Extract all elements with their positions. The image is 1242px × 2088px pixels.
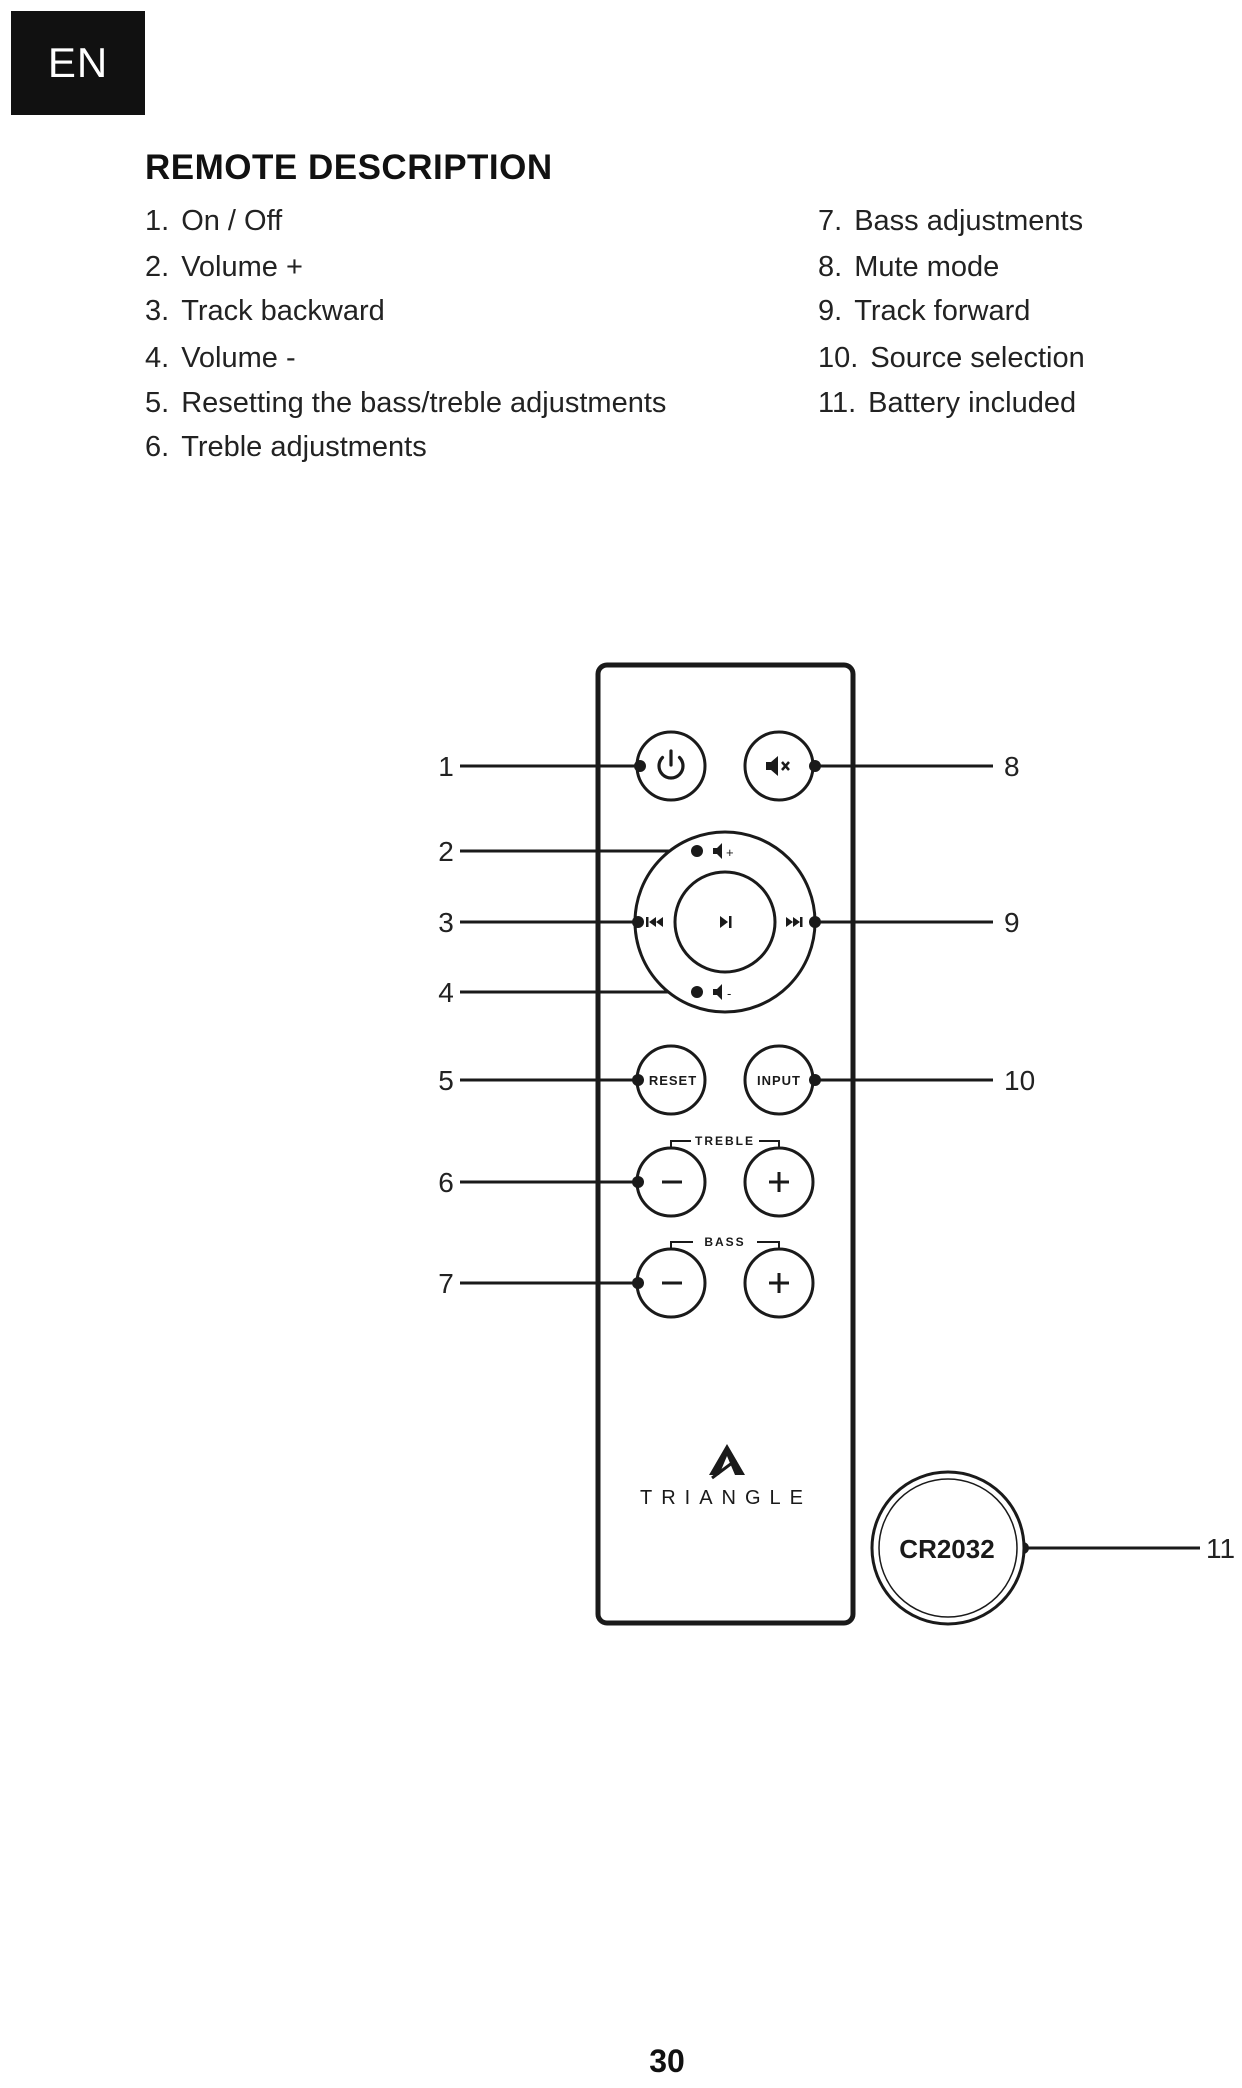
callout-number: 8 [1004,751,1020,782]
legend-label: Resetting the bass/treble adjustments [181,387,667,419]
battery-inner-ring [878,1478,1018,1618]
legend-number: 1. [145,205,170,237]
legend-item: 3. Track backward [145,295,385,328]
track-backward-icon [646,917,663,927]
legend-item: 6. Treble adjustments [145,431,427,464]
callout-number: 1 [438,751,454,782]
legend-number: 2. [145,251,170,283]
legend-item: 4. Volume - [145,342,296,375]
callout-number: 11 [1206,1533,1235,1564]
battery-label: CR2032 [899,1534,994,1564]
volume-up-icon: + [713,843,734,860]
plus-icon [769,1273,789,1293]
reset-label: RESET [649,1073,697,1088]
page-number: 30 [649,2043,685,2079]
battery-outer-ring [870,1470,1026,1626]
treble-bracket [670,1140,780,1148]
triangle-logo-icon [709,1444,745,1480]
callout-number: 3 [438,907,454,938]
callout-number: 5 [438,1065,454,1096]
legend-number: 5. [145,387,170,419]
mute-button [743,730,815,802]
legend-item: 10. Source selection [818,342,1085,375]
legend-label: Treble adjustments [181,431,427,463]
legend-number: 3. [145,295,170,327]
legend-number: 8. [818,251,843,283]
power-icon [657,749,685,780]
treble-label: TREBLE [695,1134,755,1148]
callout-dots [632,760,1029,1554]
legend-number: 6. [145,431,170,463]
bass-bracket [670,1241,780,1249]
callout-number: 7 [438,1268,454,1299]
legend-item: 9. Track forward [818,295,1030,328]
legend-number: 10. [818,342,859,374]
volume-down-icon: - [713,984,731,1001]
legend-number: 4. [145,342,170,374]
legend-label: Source selection [870,342,1085,374]
mute-icon [766,756,790,776]
callout-number: 9 [1004,907,1020,938]
legend-label: Track forward [854,295,1031,327]
legend-number: 7. [818,205,843,237]
legend-number: 9. [818,295,843,327]
callout-number: 4 [438,977,454,1008]
legend-label: Bass adjustments [854,205,1084,237]
input-label: INPUT [757,1073,801,1088]
legend-item: 1. On / Off [145,205,282,238]
legend-label: Battery included [868,387,1077,419]
callout-lines-right [815,764,1200,1550]
play-pause-icon [720,916,732,928]
svg-text:+: + [726,845,734,860]
legend-label: Mute mode [854,251,1000,283]
brand-logo-text: TRIANGLE [640,1487,812,1509]
svg-text:-: - [727,986,731,1001]
legend-item: 2. Volume + [145,251,303,284]
callout-number: 10 [1004,1065,1035,1096]
legend-label: Volume - [181,342,296,374]
track-forward-icon [786,917,803,927]
callout-number: 6 [438,1167,454,1198]
callout-number: 2 [438,836,454,867]
callout-lines-left [460,764,697,1285]
page-title: REMOTE DESCRIPTION [145,148,553,187]
legend-item: 8. Mute mode [818,251,999,284]
legend-item: 11. Battery included [818,387,1076,420]
legend-label: On / Off [181,205,283,237]
legend-number: 11. [818,387,857,419]
legend-item: 5. Resetting the bass/treble adjustments [145,387,666,420]
plus-icon [769,1172,789,1192]
legend-label: Volume + [181,251,303,283]
legend-item: 7. Bass adjustments [818,205,1083,238]
bass-label: BASS [704,1235,745,1249]
language-tab: EN [11,11,145,115]
legend-label: Track backward [181,295,385,327]
